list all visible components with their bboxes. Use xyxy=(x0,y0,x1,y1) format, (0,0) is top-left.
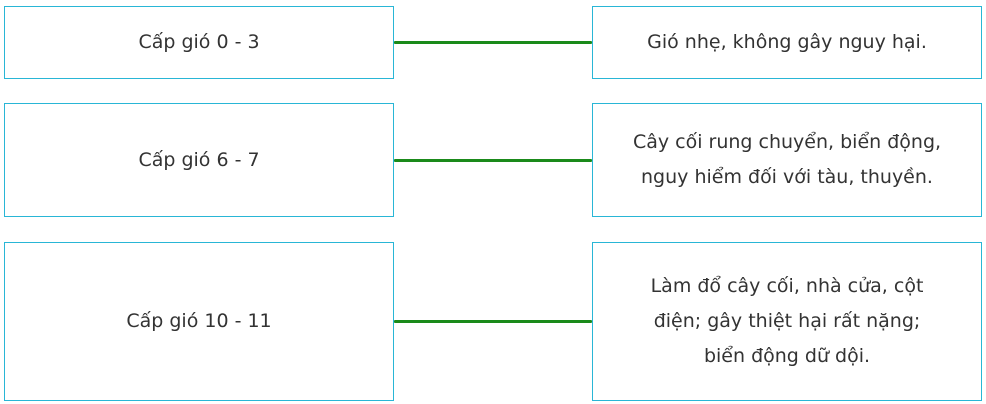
wind-level-label: Cấp gió 0 - 3 xyxy=(138,31,260,53)
wind-level-label: Cấp gió 10 - 11 xyxy=(126,310,272,332)
wind-level-label: Cấp gió 6 - 7 xyxy=(138,148,260,171)
connector-line-2 xyxy=(394,159,592,162)
wind-effect-box-2: Cây cối rung chuyển, biển động, nguy hiể… xyxy=(592,103,982,217)
wind-effect-box-3: Làm đổ cây cối, nhà cửa, cột điện; gây t… xyxy=(592,242,982,401)
wind-effect-line: Cây cối rung chuyển, biển động, xyxy=(632,131,942,153)
connector-line-3 xyxy=(394,320,592,323)
wind-effect-line: biển động dữ dội. xyxy=(703,345,871,367)
wind-effect-line: nguy hiểm đối với tàu, thuyền. xyxy=(641,166,933,188)
wind-effect-text: Gió nhẹ, không gây nguy hại. xyxy=(647,31,927,53)
wind-level-box-2: Cấp gió 6 - 7 xyxy=(4,103,394,217)
wind-effect-line: Làm đổ cây cối, nhà cửa, cột xyxy=(650,275,924,297)
wind-level-box-3: Cấp gió 10 - 11 xyxy=(4,242,394,401)
wind-effect-box-1: Gió nhẹ, không gây nguy hại. xyxy=(592,6,982,79)
wind-effect-line: điện; gây thiệt hại rất nặng; xyxy=(653,310,921,332)
connector-line-1 xyxy=(394,41,592,44)
wind-level-box-1: Cấp gió 0 - 3 xyxy=(4,6,394,79)
